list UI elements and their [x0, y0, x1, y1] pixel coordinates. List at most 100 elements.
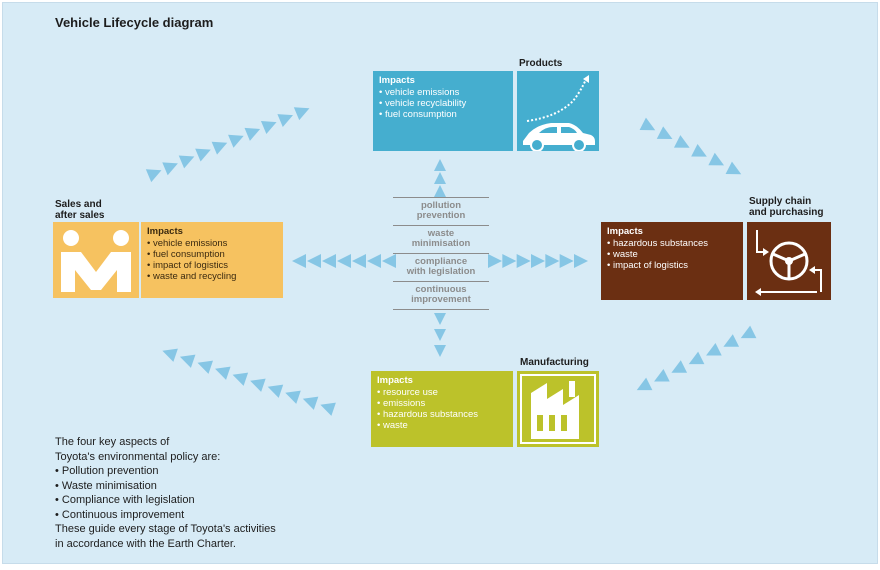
supply-heading: Supply chain and purchasing [749, 196, 823, 218]
arrow-chevron [367, 254, 381, 268]
arrow-chevron [725, 161, 742, 175]
supply-impact-item: hazardous substances [607, 238, 737, 249]
sales-impact-item: fuel consumption [147, 249, 277, 260]
arrow-chevron [307, 254, 321, 268]
arrow-chevron [322, 254, 336, 268]
sales-heading: Sales and after sales [55, 199, 104, 221]
arrow-chevron [292, 254, 306, 268]
center-aspect-pollution: pollution prevention [395, 201, 487, 221]
sales-impacts-title: Impacts [147, 226, 183, 237]
arrow-chevron [293, 107, 310, 121]
arrow-chevron [162, 162, 178, 176]
diagram-title: Vehicle Lifecycle diagram [55, 15, 214, 30]
arrow-chevron [673, 135, 690, 148]
arrow-chevron [723, 334, 740, 347]
arrow-chevron [434, 172, 446, 184]
arrow-chevron [178, 155, 195, 169]
manufacturing-impacts-title: Impacts [377, 375, 413, 386]
arrow-chevron [502, 254, 517, 268]
footnote-line: • Continuous improvement [55, 508, 185, 521]
products-impact-item: vehicle emissions [379, 87, 507, 98]
arrow-chevron [654, 368, 670, 382]
footnote-line: Toyota's environmental policy are: [55, 450, 221, 463]
arrow-chevron [671, 360, 688, 373]
products-heading: Products [519, 58, 563, 69]
arrow-chevron [352, 254, 366, 268]
products-impacts-box: Impacts vehicle emissions vehicle recycl… [373, 71, 513, 151]
arrow-chevron [277, 114, 294, 128]
footnote: The four key aspects of Toyota's environ… [55, 435, 276, 551]
arrow-chevron [545, 254, 560, 268]
arrow-chevron [656, 126, 673, 139]
arrow-chevron [260, 121, 277, 134]
steering-wheel-cycle-icon [747, 222, 831, 300]
manufacturing-impact-item: hazardous substances [377, 409, 507, 420]
products-impacts-title: Impacts [379, 75, 415, 86]
footnote-line: • Waste minimisation [55, 479, 157, 492]
arrow-chevron [706, 342, 722, 356]
arrow-chevron [488, 254, 502, 268]
center-divider [393, 225, 489, 226]
factory-icon [517, 371, 599, 447]
manufacturing-impacts-box: Impacts resource use emissions hazardous… [371, 371, 513, 447]
sales-heading-line2: after sales [55, 210, 105, 221]
arrow-chevron [162, 348, 178, 362]
arrow-chevron [382, 254, 396, 268]
sales-impact-item: impact of logistics [147, 260, 277, 271]
sales-impacts-box: Impacts vehicle emissions fuel consumpti… [141, 222, 283, 298]
arrow-chevron [531, 254, 545, 268]
products-impact-item: fuel consumption [379, 109, 507, 120]
supply-impact-item: impact of logistics [607, 260, 737, 271]
handshake-people-icon [53, 222, 139, 298]
manufacturing-heading: Manufacturing [520, 357, 589, 368]
arrow-chevron [337, 254, 351, 268]
center-aspect-line: with legislation [406, 266, 476, 277]
arrow-chevron [740, 325, 757, 339]
arrow-chevron [215, 366, 231, 380]
center-aspect-line: minimisation [411, 238, 471, 249]
center-aspect-compliance: compliance with legislation [395, 257, 487, 277]
center-divider [393, 197, 489, 198]
manufacturing-impact-item: resource use [377, 387, 507, 398]
arrow-chevron [434, 313, 446, 325]
arrow-chevron [211, 141, 228, 155]
footnote-line: These guide every stage of Toyota's acti… [55, 523, 276, 535]
arrow-chevron [232, 372, 249, 386]
arrow-chevron [516, 254, 531, 268]
center-divider [393, 281, 489, 282]
arrow-chevron [195, 148, 211, 162]
sales-impact-item: waste and recycling [147, 271, 277, 282]
supply-heading-line1: Supply chain [749, 196, 812, 207]
arrow-chevron [636, 377, 653, 391]
arrow-chevron [145, 169, 162, 183]
footnote-line: The four key aspects of [55, 436, 170, 448]
sales-heading-line1: Sales and [55, 199, 102, 210]
arrow-chevron [559, 254, 574, 268]
products-impact-item: vehicle recyclability [379, 98, 507, 109]
arrow-chevron [285, 390, 301, 404]
arrow-chevron [434, 329, 446, 341]
arrow-chevron [197, 360, 213, 374]
arrow-chevron [179, 354, 196, 368]
center-aspect-line: pollution [420, 200, 462, 211]
car-growth-icon [517, 71, 599, 151]
footnote-line: • Pollution prevention [55, 465, 159, 477]
arrow-chevron [267, 384, 284, 398]
center-divider [393, 253, 489, 254]
arrow-chevron [574, 254, 588, 268]
center-aspect-line: compliance [414, 256, 468, 267]
arrow-chevron [320, 402, 336, 416]
center-aspect-improvement: continuous improvement [395, 285, 487, 305]
center-aspect-line: continuous [415, 284, 467, 295]
arrow-layer [145, 107, 757, 416]
arrow-chevron [708, 152, 725, 166]
arrow-chevron [434, 185, 446, 197]
center-aspect-line: improvement [411, 294, 471, 305]
arrow-chevron [250, 378, 266, 392]
supply-heading-line2: and purchasing [749, 207, 824, 218]
center-aspect-line: waste [427, 228, 455, 239]
arrow-chevron [244, 127, 261, 141]
arrow-chevron [434, 345, 446, 357]
center-divider [393, 309, 489, 310]
